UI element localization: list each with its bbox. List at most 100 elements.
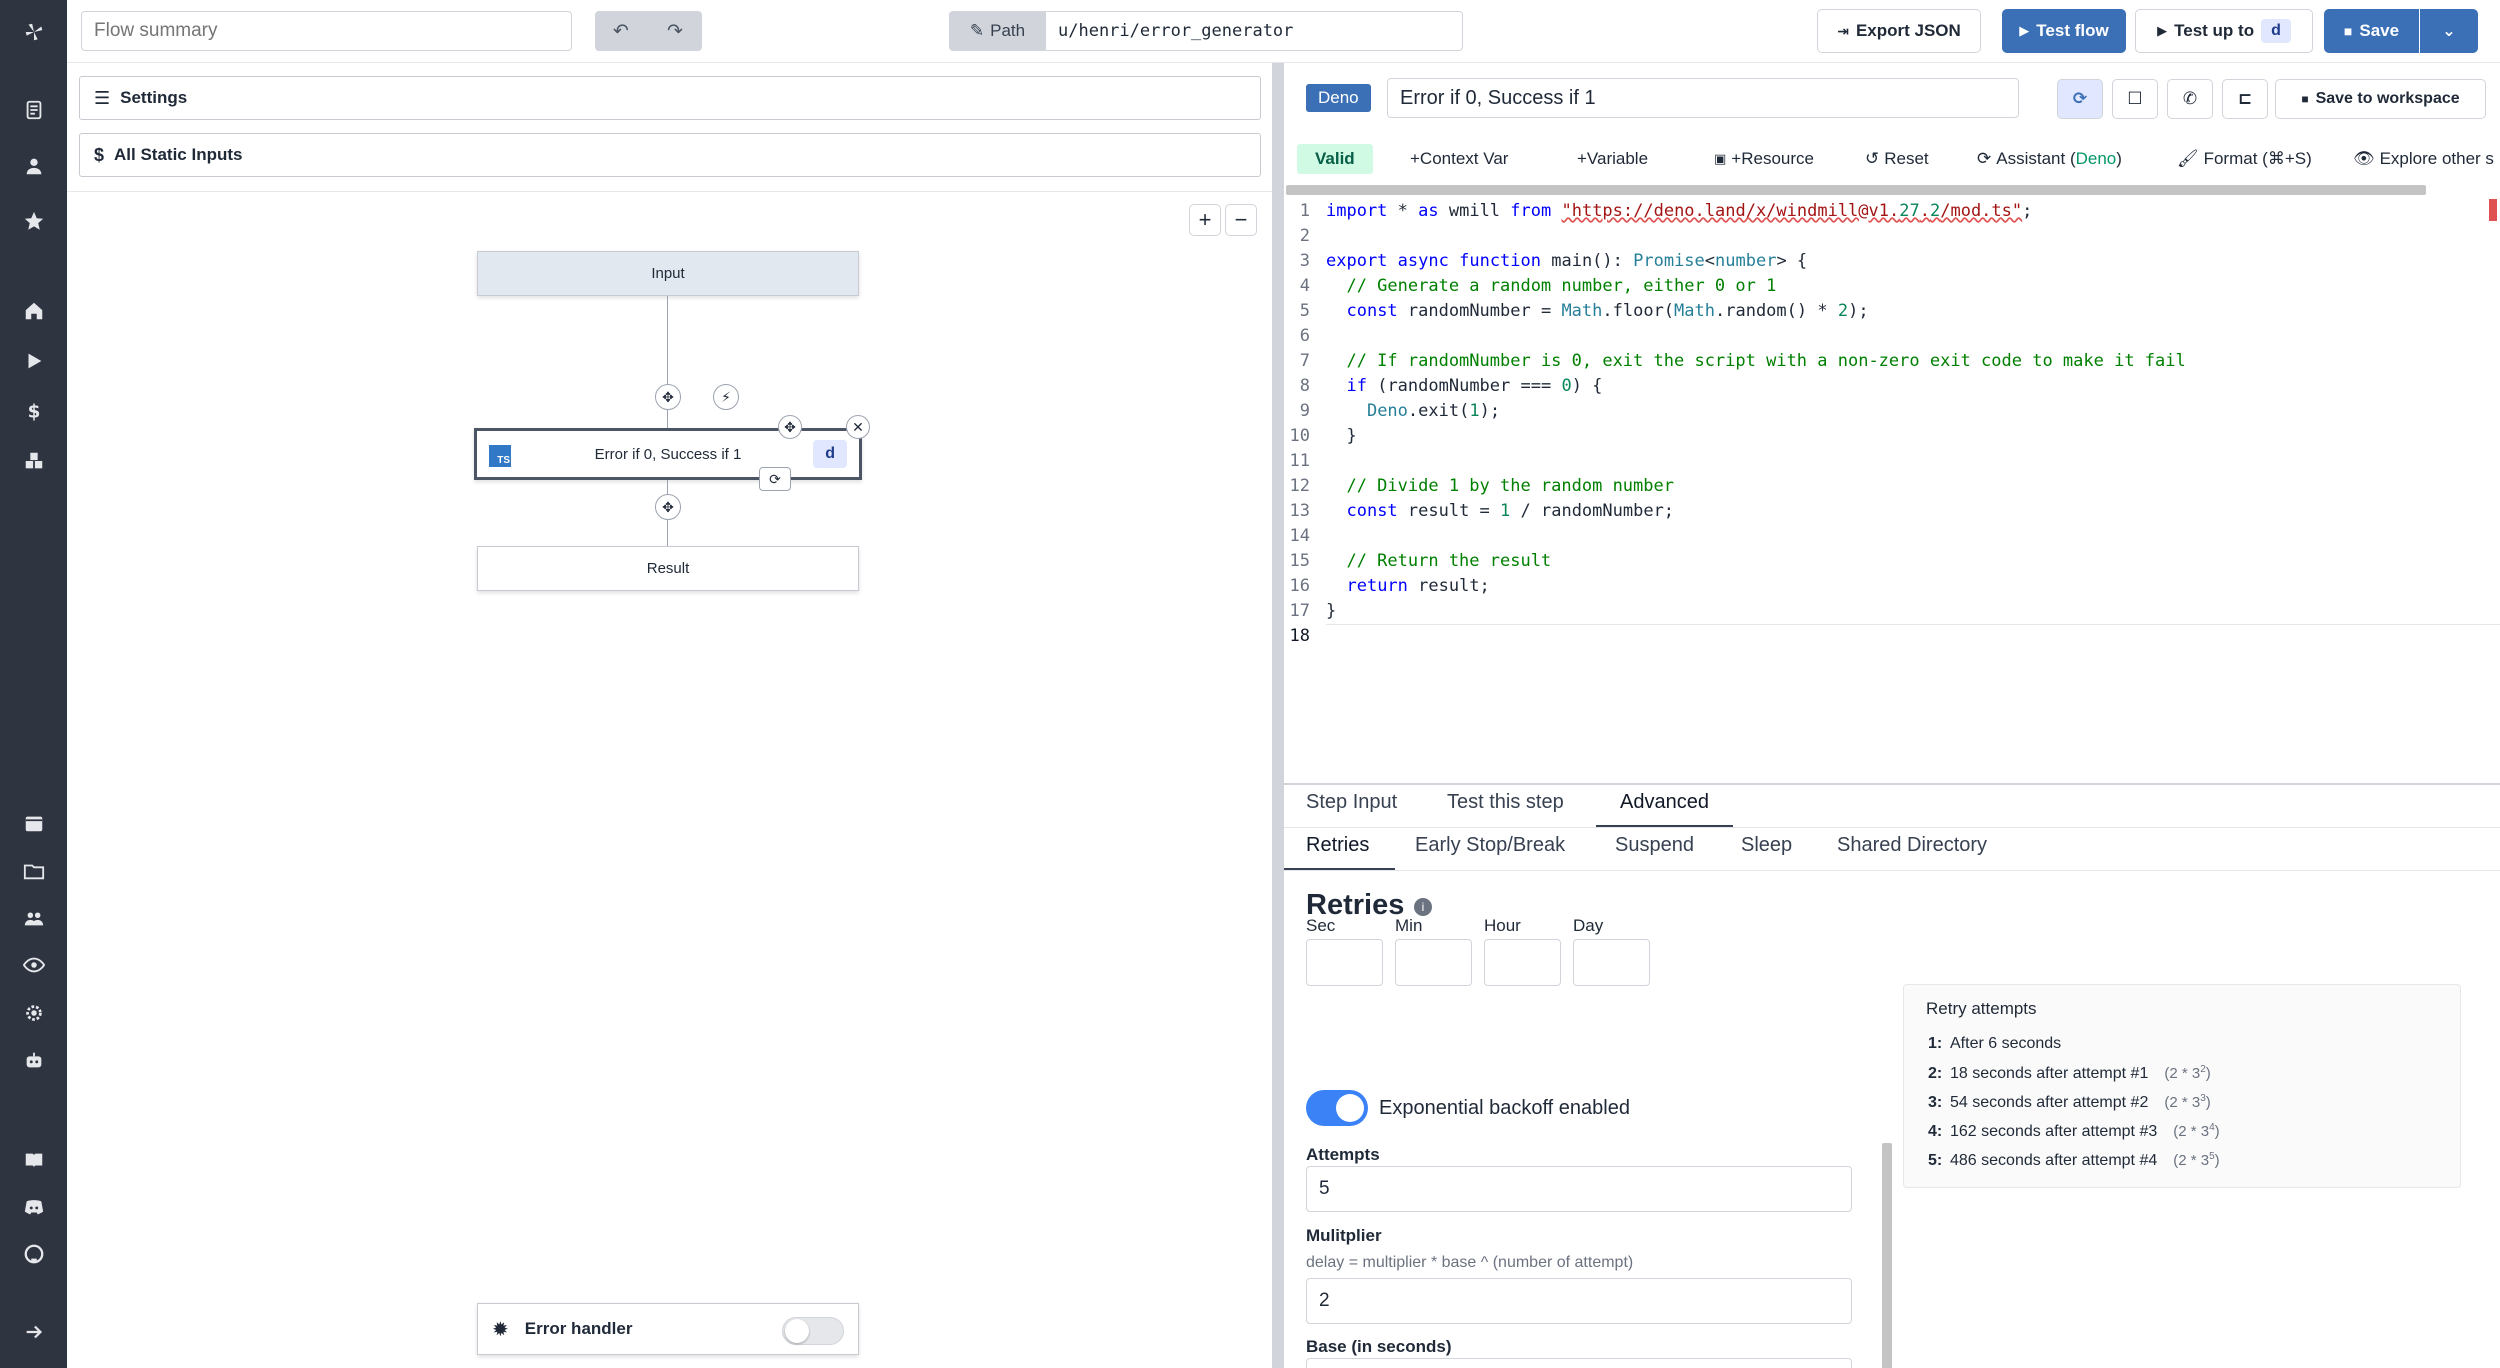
code-line[interactable]: 5 const randomNumber = Math.floor(Math.r… [1284,299,2500,324]
multiplier-input[interactable]: 2 [1306,1278,1852,1324]
code-line[interactable]: 17} [1284,599,2500,624]
zoom-out-button[interactable]: − [1225,204,1257,236]
code-line[interactable]: 4 // Generate a random number, either 0 … [1284,274,2500,299]
add-trigger-bolt-icon[interactable]: ⚡ [713,384,739,410]
day-input[interactable] [1573,939,1650,986]
assistant-button[interactable]: ⟳ Assistant (Deno) [1977,142,2122,176]
code-line[interactable]: 9 Deno.exit(1); [1284,399,2500,424]
pane-resize-handle[interactable] [1272,63,1284,1368]
insert-step-button[interactable]: ✥ [655,384,681,410]
expand-arrow-icon[interactable] [0,1312,67,1352]
variables-icon[interactable]: $ [0,391,67,431]
variable-button[interactable]: +Variable [1577,142,1648,176]
path-input[interactable]: u/henri/error_generator [1046,11,1463,51]
explore-button[interactable]: 👁Explore other s [2353,142,2494,176]
home-icon[interactable] [0,291,67,331]
code-line[interactable]: 16 return result; [1284,574,2500,599]
save-button[interactable]: ■ Save [2324,9,2419,53]
resources-icon[interactable] [0,441,67,481]
hour-input[interactable] [1484,939,1561,986]
schedules-icon[interactable] [0,803,67,843]
code-line[interactable]: 15 // Return the result [1284,549,2500,574]
exponential-backoff-toggle[interactable] [1306,1090,1368,1126]
groups-icon[interactable] [0,898,67,938]
github-icon[interactable] [0,1234,67,1274]
undo-icon[interactable]: ↶ [613,21,629,42]
redo-icon[interactable]: ↷ [667,21,683,42]
export-json-button[interactable]: ⇥ Export JSON [1817,9,1981,53]
windmill-logo-icon[interactable] [0,12,67,52]
settings-scrollbar[interactable] [1882,1143,1892,1368]
code-line[interactable]: 2 [1284,224,2500,249]
result-node[interactable]: Result [477,546,859,591]
subtab-retries[interactable]: Retries [1306,834,1370,856]
move-step-icon[interactable]: ✥ [778,415,802,439]
star-icon[interactable] [0,201,67,241]
bed-sleep-button[interactable]: ⊏ [2222,79,2268,119]
toggle-square-button[interactable]: ☐ [2112,79,2158,119]
error-handler-toggle[interactable] [782,1317,844,1345]
min-input[interactable] [1395,939,1472,986]
code-line[interactable]: 13 const result = 1 / randomNumber; [1284,499,2500,524]
flow-summary-input[interactable] [81,11,572,51]
attempts-input[interactable]: 5 [1306,1166,1852,1212]
code-line[interactable]: 14 [1284,524,2500,549]
settings-panel-button[interactable]: ☰ Settings [79,76,1261,120]
test-flow-button[interactable]: ▶ Test flow [2002,9,2126,53]
toolbar-scrollbar[interactable] [1286,185,2426,195]
folders-icon[interactable] [0,851,67,891]
code-line[interactable]: 18 [1284,624,2500,649]
unit-min-label: Min [1395,916,1423,935]
subtab-sleep[interactable]: Sleep [1741,834,1793,856]
code-text: } [1326,426,1357,446]
settings-gear-icon[interactable] [0,993,67,1033]
line-number: 17 [1289,601,1310,621]
step-summary-input[interactable] [1387,78,2019,118]
error-handler-node[interactable]: ✹ Error handler [477,1303,859,1355]
save-options-dropdown[interactable]: ⌄ [2420,9,2478,53]
reset-button[interactable]: ↺Reset [1865,142,1929,176]
line-number: 7 [1299,351,1310,371]
code-line[interactable]: 6 [1284,324,2500,349]
save-to-workspace-button[interactable]: ■ Save to workspace [2275,79,2486,119]
base-input[interactable]: 3 [1306,1358,1852,1368]
retry-attempt-row: 2:18 seconds after attempt #1(2 * 32) [1928,1064,2211,1082]
toggle-loop-button[interactable]: ⟳ [2057,79,2103,119]
tab-step-input[interactable]: Step Input [1306,791,1398,813]
zoom-in-button[interactable]: + [1189,204,1221,236]
code-line[interactable]: 10 } [1284,424,2500,449]
code-line[interactable]: 11 [1284,449,2500,474]
format-button[interactable]: 🖌Format (⌘+S) [2177,142,2312,176]
step-node[interactable]: TS Error if 0, Success if 1 d [474,428,862,480]
discord-icon[interactable] [0,1187,67,1227]
phone-icon-button[interactable]: ✆ [2167,79,2213,119]
code-line[interactable]: 12 // Divide 1 by the random number [1284,474,2500,499]
tab-advanced[interactable]: Advanced [1620,791,1709,813]
bug-icon: ✹ [492,1318,509,1341]
subtab-shared-directory[interactable]: Shared Directory [1837,834,1988,856]
scripts-icon[interactable] [0,90,67,130]
resource-button[interactable]: ▣+Resource [1714,142,1814,176]
subtab-suspend[interactable]: Suspend [1615,834,1694,856]
audit-logs-icon[interactable] [0,945,67,985]
docs-book-icon[interactable] [0,1140,67,1180]
tab-test-this-step[interactable]: Test this step [1447,791,1564,813]
runs-icon[interactable] [0,341,67,381]
code-line[interactable]: 7 // If randomNumber is 0, exit the scri… [1284,349,2500,374]
delete-step-icon[interactable]: ✕ [846,415,870,439]
static-inputs-panel-button[interactable]: $ All Static Inputs [79,133,1261,177]
insert-step-button[interactable]: ✥ [655,494,681,520]
typescript-icon: TS [489,445,511,467]
retry-loop-icon[interactable]: ⟳ [759,467,791,491]
user-icon[interactable] [0,146,67,186]
sec-input[interactable] [1306,939,1383,986]
workers-robot-icon[interactable] [0,1040,67,1080]
context-var-button[interactable]: +Context Var [1410,142,1508,176]
input-node[interactable]: Input [477,251,859,296]
code-line[interactable]: 8 if (randomNumber === 0) { [1284,374,2500,399]
test-up-to-button[interactable]: ▶ Test up to d [2135,9,2313,53]
subtab-early-stop[interactable]: Early Stop/Break [1415,834,1566,856]
